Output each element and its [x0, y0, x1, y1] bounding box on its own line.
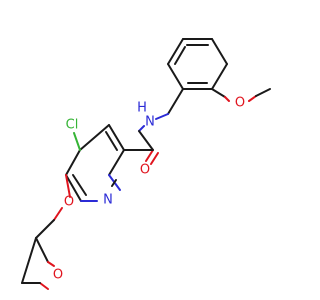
bond-carbonyl — [138, 130, 154, 151]
benzene-ring — [167, 38, 228, 90]
bond — [79, 124, 110, 151]
bond-ring-ether-oxygen — [65, 174, 71, 198]
bond-chlorine — [73, 132, 81, 151]
bond-ether-thf — [35, 219, 55, 239]
bond — [211, 38, 228, 65]
bond-methoxy-oxygen — [224, 96, 230, 102]
bond — [167, 38, 184, 65]
bond-ether-oxygen-thf — [53, 207, 63, 221]
double-bond-inner — [72, 174, 87, 196]
bond-aryl-methoxy — [211, 88, 226, 98]
double-bond-inner — [111, 179, 117, 187]
pyridine-nitrogen-label: N — [103, 193, 113, 208]
carbonyl-double-bond — [150, 152, 159, 165]
bond-methyl — [255, 88, 271, 97]
amide-nitrogen-label: N — [145, 115, 155, 130]
bond — [47, 261, 55, 267]
methoxy-oxygen-label: O — [235, 96, 245, 111]
bond-benzyl — [167, 88, 184, 115]
bond — [35, 237, 49, 263]
double-bond-inner — [174, 46, 186, 65]
amide-nitrogen-h-label: H — [137, 101, 147, 116]
ring-oxygen-label: O — [53, 268, 63, 283]
bond — [39, 282, 49, 290]
bond — [211, 63, 228, 90]
double-bond-inner — [105, 131, 118, 151]
bond — [65, 174, 82, 202]
carbonyl-double-bond — [145, 149, 154, 162]
bond-ch2-nitrogen — [155, 113, 169, 120]
bond — [65, 149, 81, 176]
ether-oxygen-label: O — [64, 195, 74, 210]
bond-oxygen-methyl — [248, 95, 257, 102]
chlorine-atom-label: Cl — [66, 118, 79, 133]
tetrahydrofuran-ring — [21, 237, 55, 290]
bond — [108, 124, 125, 151]
bond — [108, 149, 125, 176]
pyridine-ring — [65, 124, 125, 202]
carbonyl-oxygen-label: O — [140, 163, 150, 178]
bond-nitrogen-carbonyl — [138, 125, 145, 132]
bond — [21, 237, 37, 284]
molecule-structure-diagram: Cl H N O O N O O — [21, 38, 271, 290]
atom-labels: Cl H N O O N O O — [53, 96, 245, 283]
bond — [167, 63, 184, 90]
